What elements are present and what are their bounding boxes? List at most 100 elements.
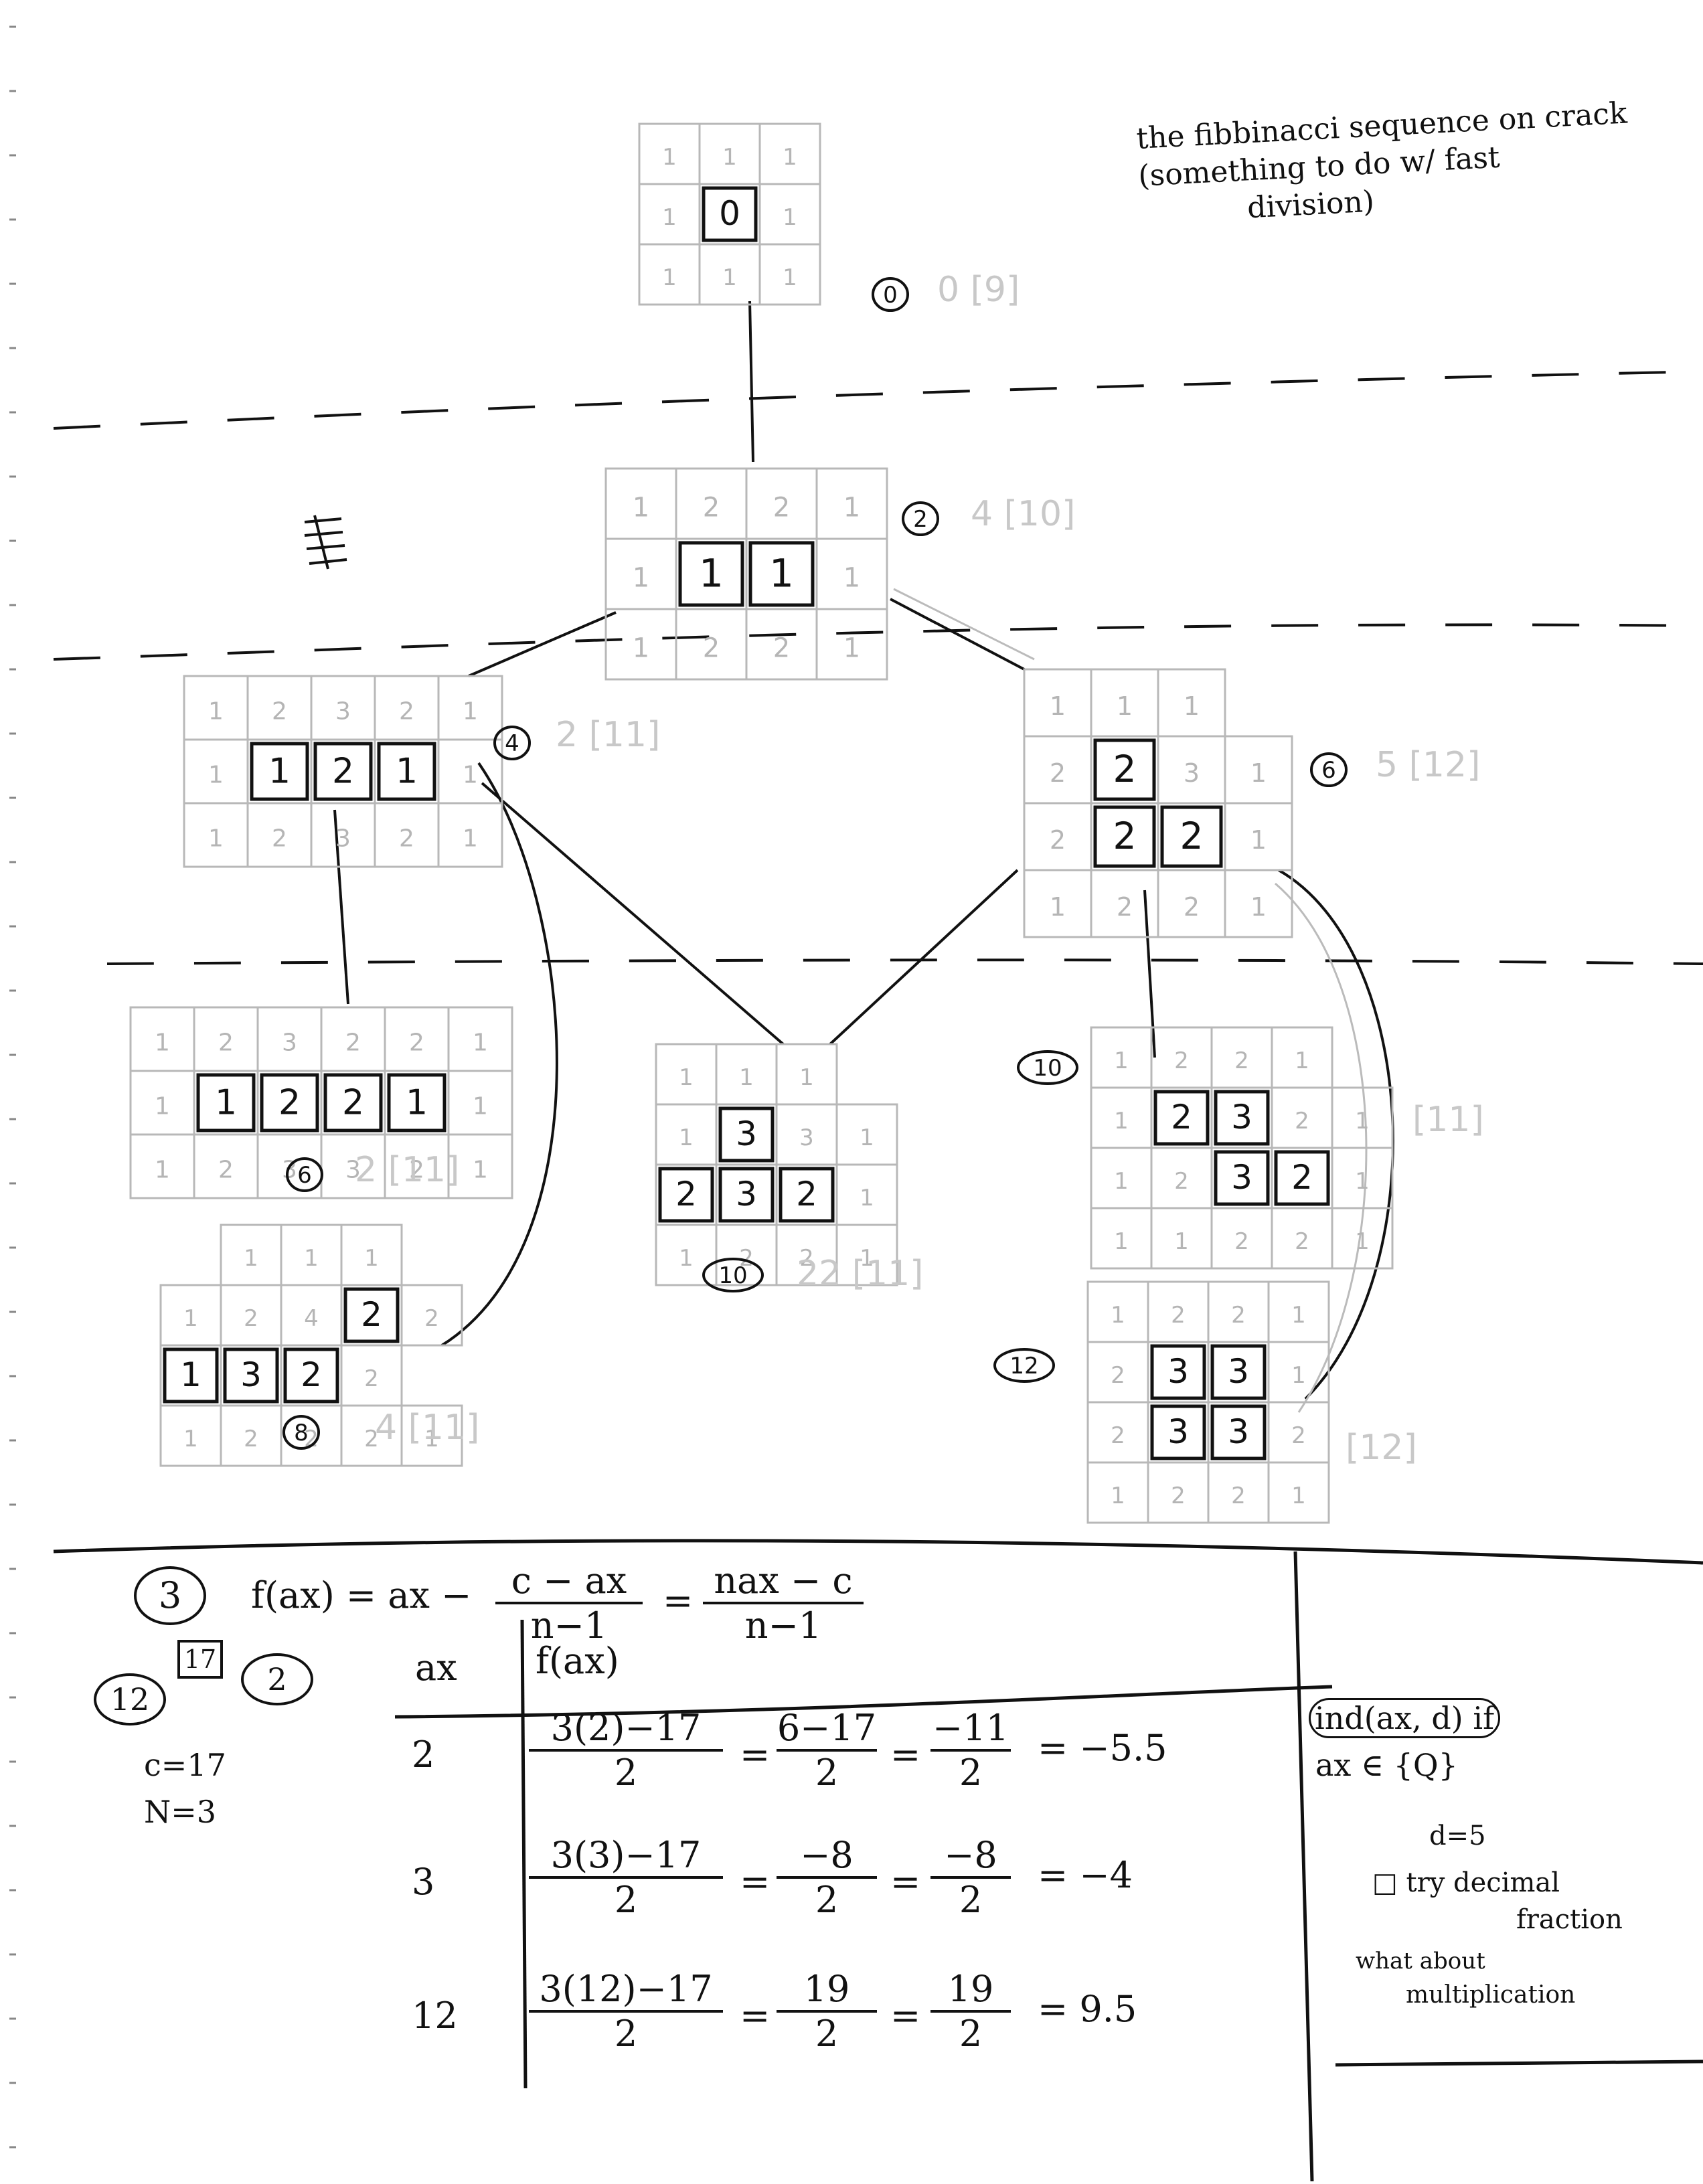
row-step-2-numerator: −8: [930, 1834, 1011, 1879]
row-step-1-numerator: −8: [777, 1834, 877, 1879]
grid-cell-value: 1: [1295, 1047, 1309, 1074]
side-note-3: d=5: [1429, 1821, 1486, 1851]
row-expression-numerator: 3(2)−17: [529, 1707, 723, 1752]
grid-step-label: 6: [1321, 757, 1336, 784]
grid-faint-annotation: [12]: [1346, 1428, 1417, 1468]
col-header-fax: f(ax): [536, 1640, 619, 1682]
grid-cell-value-bold: 3: [1167, 1352, 1189, 1391]
grid-cell-value: 1: [799, 1064, 814, 1091]
grid-cell-value: 1: [843, 562, 860, 593]
grid-cell-value: 1: [1114, 1168, 1129, 1195]
grid-cell-value: 3: [282, 1029, 297, 1057]
grid-cell-value: 1: [155, 1093, 170, 1120]
frac1-numerator: c − ax: [495, 1560, 643, 1604]
grid-cell-value: 1: [633, 492, 649, 523]
row-step-2: −112: [930, 1707, 1011, 1794]
given-circle-2: 2: [241, 1653, 313, 1705]
grid-cell-value-bold: 2: [1180, 815, 1204, 857]
grid-cell-value: 1: [662, 264, 677, 291]
grid-cell-value: 1: [860, 1124, 874, 1151]
row-expression-numerator: 3(12)−17: [529, 1968, 723, 2013]
row-eq-1: =: [740, 1861, 770, 1903]
grid-cell-value: 2: [1184, 892, 1200, 922]
grid-cell-value-bold: 2: [332, 752, 354, 792]
grid-cell-value: 2: [399, 825, 414, 853]
grid-cell-value: 2: [1295, 1228, 1309, 1255]
grid-step-label: 12: [1009, 1353, 1038, 1379]
row-step-2-denominator: 2: [930, 1752, 1011, 1794]
grid-cell-value-bold: 3: [1231, 1158, 1252, 1197]
grid-cell-value-bold: 1: [180, 1355, 201, 1394]
grid-cell-value: 1: [244, 1245, 258, 1272]
grid-step-label: 6: [297, 1162, 312, 1189]
grid-cell-value: 1: [1050, 691, 1066, 721]
grid-cell-value: 2: [703, 492, 720, 523]
row-expression-denominator: 2: [529, 1879, 723, 1921]
table-row: 33(3)−172=−82=−82= −4: [402, 1834, 1299, 1954]
grid-cell-value: 2: [399, 698, 414, 726]
side-note-6: what about: [1356, 1948, 1485, 1975]
given-n: N=3: [144, 1794, 216, 1830]
grid-cell-value-bold: 2: [342, 1083, 364, 1123]
grid-cell-value: 2: [1111, 1362, 1125, 1389]
grid-cell-value-bold: 3: [240, 1355, 262, 1394]
grid-cell-value: 1: [1355, 1108, 1370, 1135]
grid-cell-value: 1: [1050, 892, 1066, 922]
grid-faint-annotation: 5 [12]: [1376, 745, 1480, 785]
grid-cell-value: 1: [1114, 1047, 1129, 1074]
row-expression: 3(2)−172: [529, 1707, 723, 1794]
grid-step-label: 10: [718, 1262, 747, 1289]
grid-cell-value: 3: [335, 825, 351, 853]
side-note-1: ind(ax, d) if: [1309, 1700, 1500, 1736]
grid-cell-value-bold: 2: [675, 1175, 697, 1213]
row-step-2: −82: [930, 1834, 1011, 1921]
side-note-4: □ try decimal: [1372, 1867, 1560, 1898]
row-expression-numerator: 3(3)−17: [529, 1834, 723, 1879]
row-ax-value: 3: [412, 1861, 434, 1903]
row-result: = 9.5: [1038, 1988, 1137, 2030]
grid-cell-value: 1: [1291, 1483, 1306, 1509]
grid-cell-value: 1: [1291, 1362, 1306, 1389]
grid-step-label: 4: [505, 730, 519, 757]
given-c: c=17: [144, 1747, 226, 1783]
grid-cell-value: 2: [409, 1029, 424, 1057]
row-result: = −4: [1038, 1854, 1133, 1896]
grid-cell-value: 2: [364, 1365, 379, 1392]
row-step-1: 192: [777, 1968, 877, 2055]
grid-cell-value: 1: [783, 204, 797, 231]
side-note-5: fraction: [1516, 1904, 1623, 1935]
row-eq-1: =: [740, 1734, 770, 1776]
grid-cell-value: 1: [1114, 1228, 1129, 1255]
grid-cell-value: 1: [1117, 691, 1133, 721]
given-box-17: 17: [177, 1640, 223, 1679]
grid-cell-value: 3: [799, 1124, 814, 1151]
row-step-2-numerator: −11: [930, 1707, 1011, 1752]
grid-cell-value-bold: 2: [1113, 815, 1137, 857]
row-step-2-numerator: 19: [930, 1968, 1011, 2013]
grid-cell-value: 1: [679, 1124, 694, 1151]
grid-cell-value: 1: [633, 633, 649, 663]
grid-cell-value: 1: [679, 1064, 694, 1091]
grid-cell-value-bold: 3: [1228, 1352, 1249, 1391]
grid-cell-value: 2: [1291, 1422, 1306, 1449]
grid-cell-value: 2: [345, 1029, 361, 1057]
grid-cell-value: 2: [1111, 1422, 1125, 1449]
grid-cell-value: 1: [662, 144, 677, 171]
row-eq-2: =: [890, 1995, 920, 2037]
grid-cell-value: 1: [463, 698, 478, 726]
grid-cell-value: 1: [843, 633, 860, 663]
grid-cell-value: 2: [1231, 1483, 1246, 1509]
grid-cell-value: 1: [1250, 758, 1267, 788]
grid-cell-value-bold: 3: [1231, 1098, 1252, 1137]
grid-cell-value: 2: [1050, 825, 1066, 855]
grid-cell-value: 1: [473, 1093, 488, 1120]
grid-faint-annotation: [11]: [1412, 1100, 1484, 1140]
grid-cell-value: 1: [208, 698, 224, 726]
grid-cell-value-bold: 1: [215, 1083, 237, 1123]
row-step-1-numerator: 19: [777, 1968, 877, 2013]
grid-cell-value: 2: [424, 1305, 439, 1332]
grid-cell-value: 1: [1355, 1228, 1370, 1255]
grid-cell-value: 1: [463, 762, 478, 789]
row-step-2-denominator: 2: [930, 1879, 1011, 1921]
grid-cell-value: 1: [1291, 1302, 1306, 1329]
